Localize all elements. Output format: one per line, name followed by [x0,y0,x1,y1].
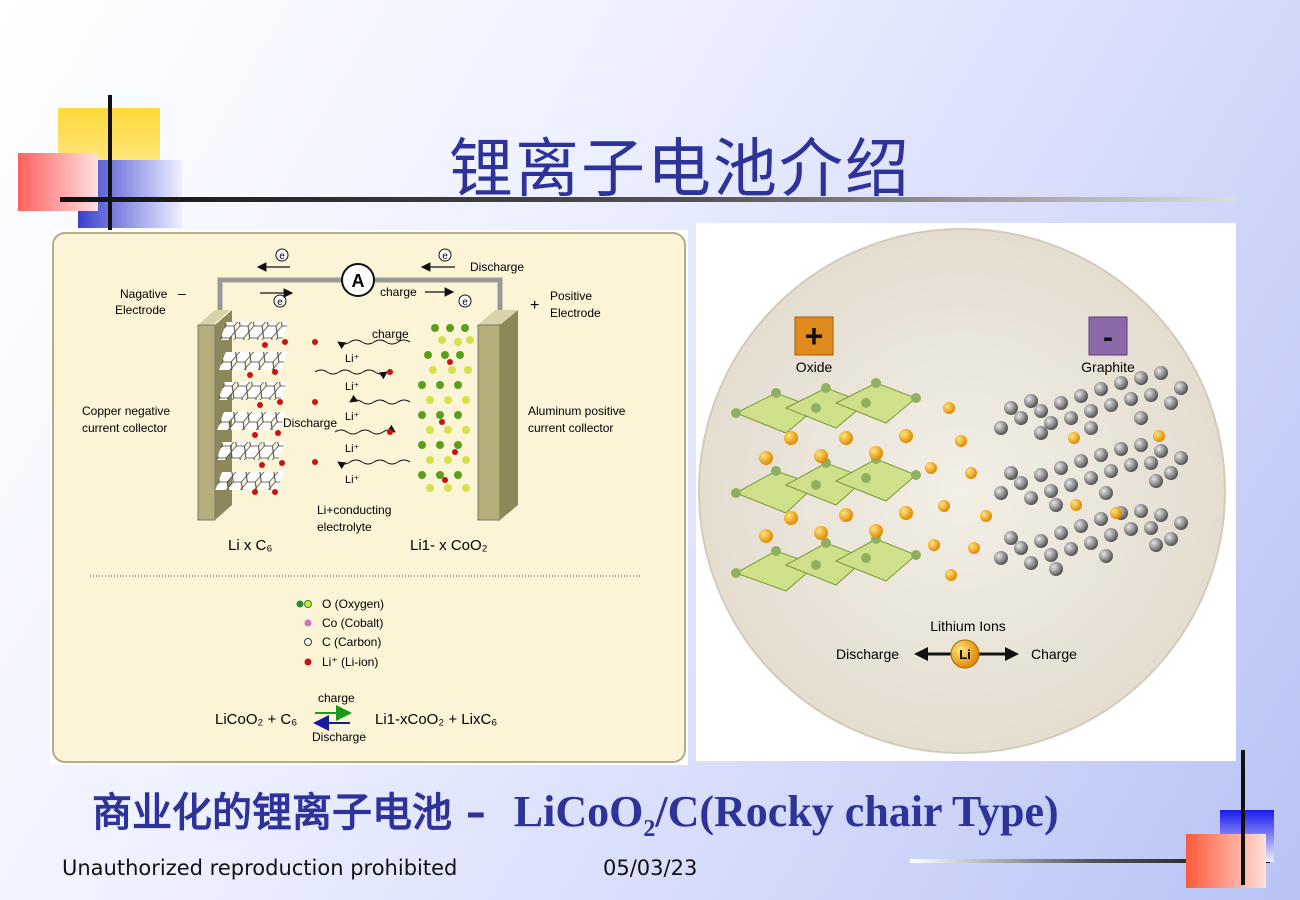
deco-vertical-line [108,95,112,230]
lithium-ions-label: Lithium Ions [930,618,1005,634]
plus-icon [794,316,834,356]
circle-background [698,228,1226,754]
copper-collector [197,324,216,521]
battery-schematic: A e e e e Discharge charge Nagative Elec… [52,232,686,763]
rocking-chair-panel: + Oxide - Graphite Lithium Ions Li Dis [696,223,1236,761]
svg-text:Positive: Positive [550,289,592,303]
svg-text:charge: charge [372,327,409,341]
svg-text:current collector: current collector [528,421,613,435]
svg-text:Li⁺: Li⁺ [345,353,360,365]
svg-text:Aluminum positive: Aluminum positive [528,404,626,418]
title-underline [60,197,1235,202]
ammeter-label: A [352,271,365,291]
graphite-layers [215,322,289,495]
oxide-layers [418,324,474,492]
deco-bottom-line [910,859,1270,863]
svg-text:Li x C₆: Li x C₆ [228,537,272,554]
svg-text:Li⁺ (Li-ion): Li⁺ (Li-ion) [322,655,378,669]
ammeter-icon [341,263,375,297]
svg-text:charge: charge [318,691,355,705]
svg-text:e: e [462,297,468,308]
battery-schematic-panel: A e e e e Discharge charge Nagative Elec… [50,230,688,765]
svg-text:Discharge: Discharge [312,730,366,744]
svg-text:Electrode: Electrode [115,303,166,317]
svg-text:Copper negative: Copper negative [82,404,170,418]
svg-text:Li⁺: Li⁺ [345,381,360,393]
svg-text:C (Carbon): C (Carbon) [322,635,381,649]
graphite-label: Graphite [1081,359,1135,375]
electron-icons: e e e e [273,248,472,308]
discharge-label: Discharge [836,646,899,662]
svg-text:Li+conducting: Li+conducting [317,503,391,517]
charge-label: Charge [1031,646,1077,662]
deco-bottom-vline [1241,750,1245,885]
svg-text:Electrode: Electrode [550,306,601,320]
svg-text:Li1- x CoO₂: Li1- x CoO₂ [410,537,488,554]
equation-left: LiCoO₂ + C₆ [215,711,297,728]
oxide-structure [734,382,917,592]
aluminum-collector [477,324,501,521]
svg-text:–: – [178,285,186,301]
graphite-structure [994,366,1188,576]
svg-text:electrolyte: electrolyte [317,520,372,534]
svg-text:Li⁺: Li⁺ [345,411,360,423]
oxide-label: Oxide [796,359,833,375]
svg-text:Li⁺: Li⁺ [345,474,360,486]
caption-dash: – [452,790,500,836]
svg-text:+: + [805,318,824,354]
li-ion-icon [950,639,980,669]
svg-text:Co (Cobalt): Co (Cobalt) [322,616,383,630]
svg-text:e: e [277,297,283,308]
caption-chinese: 商业化的锂离子电池 [92,790,452,836]
svg-text:current collector: current collector [82,421,167,435]
svg-text:e: e [442,251,448,262]
lithium-ions [759,402,1165,581]
svg-text:O (Oxygen): O (Oxygen) [322,597,384,611]
slide-caption: 商业化的锂离子电池 – LiCoO2/C(Rocky chair Type) [92,780,1059,843]
svg-text:e: e [279,251,285,262]
deco-red-square [18,153,98,211]
svg-text:Li⁺: Li⁺ [345,443,360,455]
svg-text:Discharge: Discharge [283,416,337,430]
caption-formula: LiCoO2/C(Rocky chair Type) [513,787,1059,842]
rocking-chair-diagram: + Oxide - Graphite Lithium Ions Li Dis [698,228,1226,754]
deco-bottom-red [1186,834,1266,888]
footer-notice: Unauthorized reproduction prohibited [62,856,458,880]
svg-text:Nagative: Nagative [120,287,168,301]
footer-date: 05/03/23 [603,856,698,880]
svg-text:-: - [1103,321,1113,354]
svg-text:+: + [530,297,539,314]
discharge-top-label: Discharge [470,260,524,274]
page-title: 锂离子电池介绍 [449,133,911,207]
charge-top-label: charge [380,285,417,299]
equation-right: Li1-xCoO₂ + LixC₆ [375,711,497,728]
minus-icon [1088,316,1128,356]
legend: O (Oxygen) Co (Cobalt) C (Carbon) Li⁺ (L… [296,597,384,669]
svg-text:Li: Li [959,647,971,662]
ion-arrows [314,339,411,470]
